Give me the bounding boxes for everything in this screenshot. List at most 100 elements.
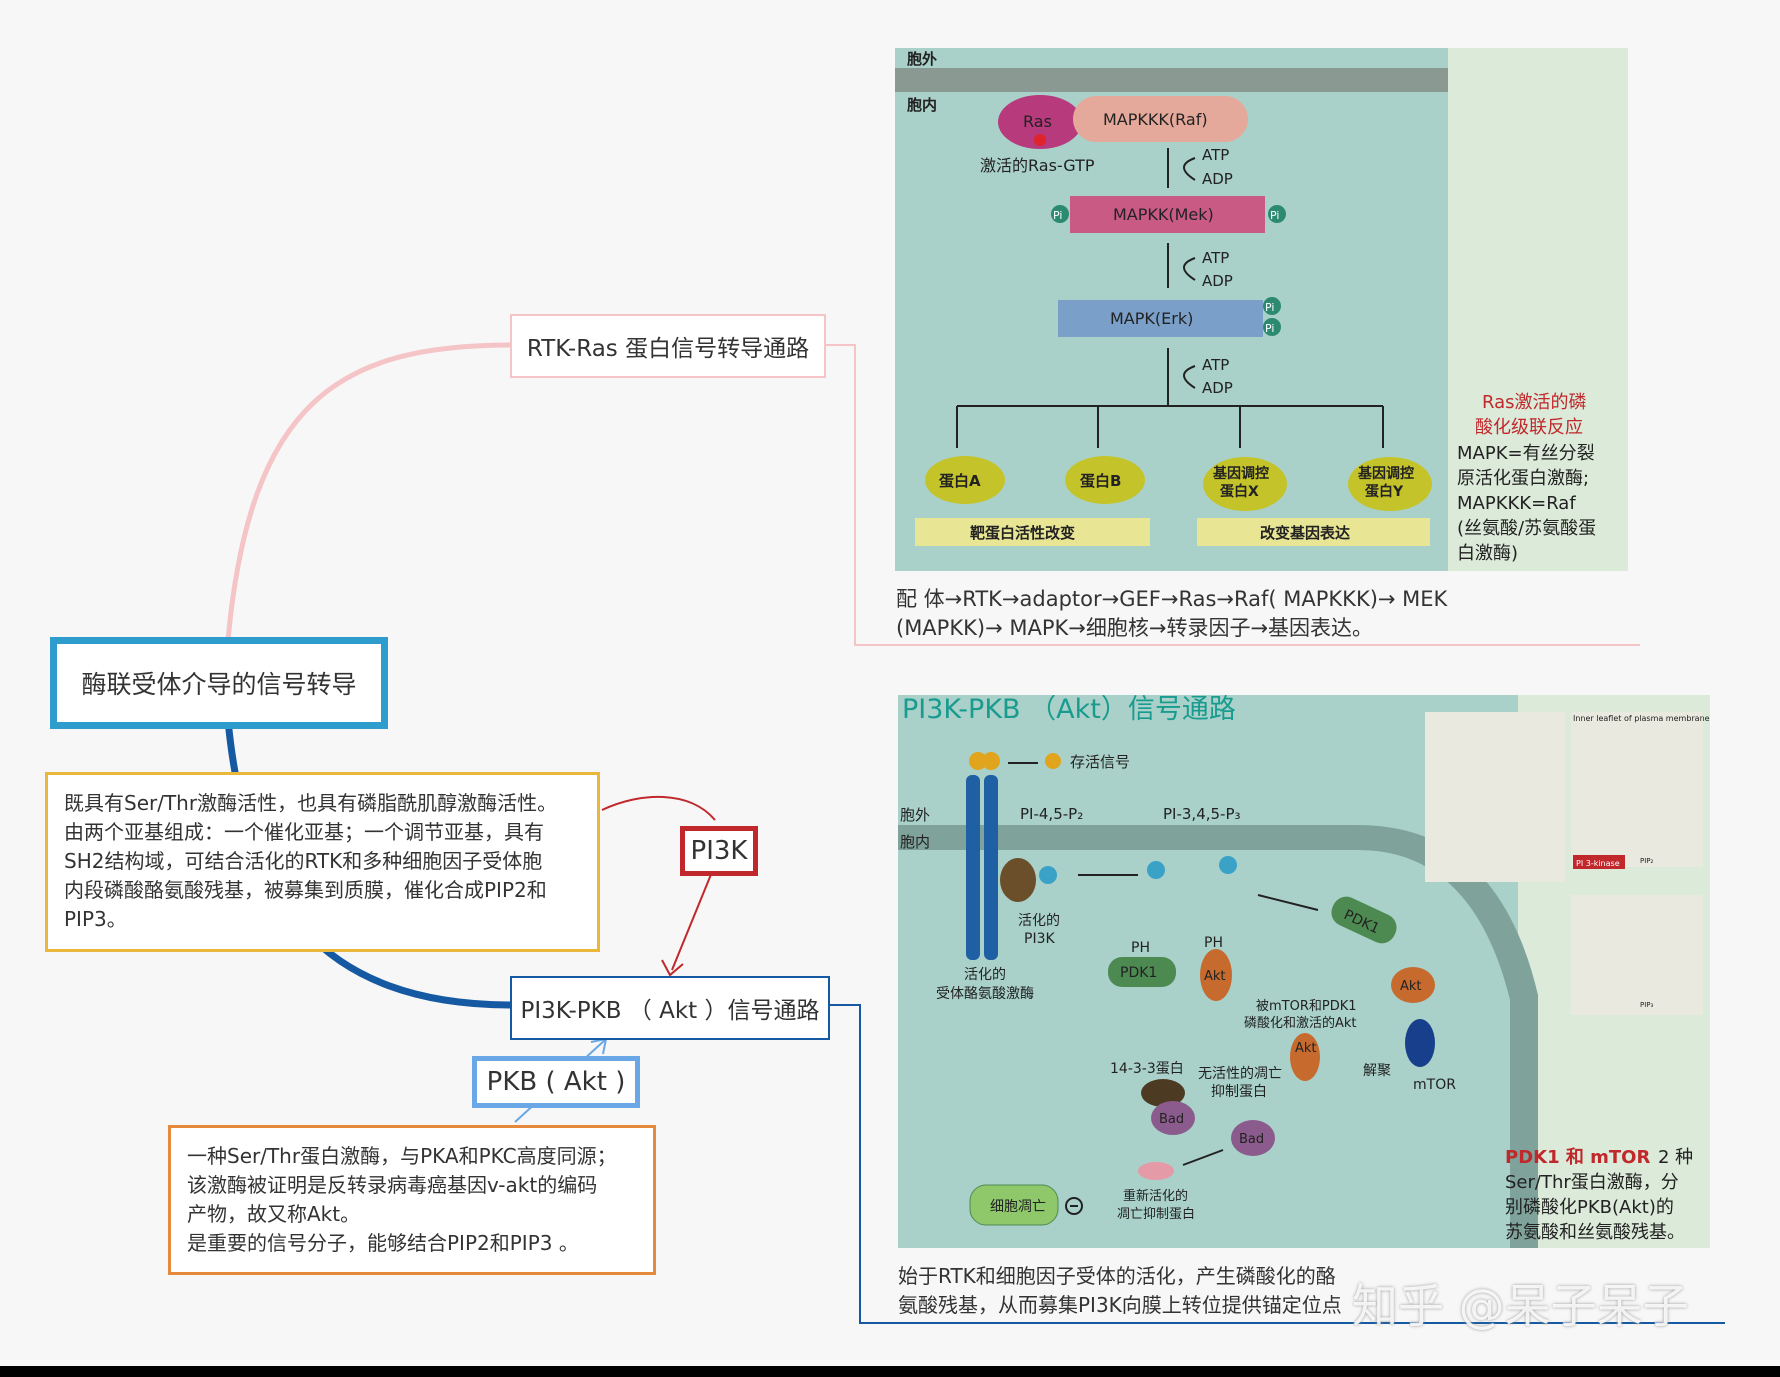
branch-rtk-ras[interactable]: RTK-Ras 蛋白信号转导通路 (510, 314, 826, 378)
reactivated-label: 凋亡抑制蛋白 (1117, 1206, 1195, 1222)
reactivated-shape (1138, 1162, 1174, 1180)
atp-label: ATP (1202, 249, 1229, 267)
note-pkb-line: 是重要的信号分子，能够结合PIP2和PIP3 。 (187, 1231, 579, 1255)
pi-circle (1263, 318, 1281, 336)
protein-a-label: 蛋白A (939, 472, 981, 490)
side-body-line: MAPKKK=Raf (1457, 493, 1576, 514)
note-pi3k-line: PIP3。 (64, 907, 127, 931)
root-node[interactable]: 酶联受体介导的信号转导 (50, 637, 388, 729)
branch-pi3k-pkb-label: PI3K-PKB （ Akt ）信号通路 (520, 998, 820, 1024)
side-body-line: (丝氨酸/苏氨酸蛋 (1457, 518, 1596, 539)
note-pi3k-line: 内段磷酸酪氨酸残基，被募集到质膜，催化合成PIP2和 (64, 878, 547, 902)
target-change-box (915, 518, 1150, 546)
gene-y-shape (1348, 457, 1432, 511)
bad-free-shape (1231, 1120, 1275, 1156)
ras-label: Ras (1023, 112, 1052, 131)
pdk1-membrane-shape (1331, 896, 1397, 944)
label-inside: 胞内 (900, 833, 930, 851)
pi-circle (1268, 205, 1286, 223)
atp-curve-1 (1183, 157, 1196, 181)
p1433-label: 14-3-3蛋白 (1110, 1061, 1184, 1077)
survival-label: 存活信号 (1070, 753, 1130, 771)
gene-y-label: 蛋白Y (1365, 483, 1404, 500)
ras-shape (998, 95, 1082, 149)
side-body-line: Ser/Thr蛋白激酶，分 (1505, 1172, 1679, 1193)
akt-shape (1200, 949, 1232, 1001)
gene-change-label: 改变基因表达 (1260, 524, 1350, 542)
mek-label: MAPKK(Mek) (1113, 205, 1214, 224)
note-pi3k: 既具有Ser/Thr激酶活性，也具有磷脂酰肌醇激酶活性。 由两个亚基组成：一个催… (45, 772, 600, 952)
raf-shape (1073, 96, 1248, 142)
pip2-label: PI-4,5-P₂ (1020, 805, 1083, 823)
watermark: 知乎 @呆子呆子 (1352, 1279, 1689, 1333)
gtp-dot (1034, 134, 1046, 146)
activated-pi3k-label: 活化的 (1018, 913, 1060, 929)
reactivated-label: 重新活化的 (1123, 1188, 1188, 1204)
atp-curve-3 (1183, 365, 1196, 389)
pip-icon (1147, 861, 1165, 879)
bad-bound-shape (1151, 1101, 1195, 1135)
pi-circle (1263, 297, 1281, 315)
note-pi3k-line: 由两个亚基组成：一个催化亚基；一个调节亚基，具有 (64, 820, 544, 844)
note-pi3k-line: 既具有Ser/Thr激酶活性，也具有磷脂酰肌醇激酶活性。 (64, 791, 558, 815)
apoptosis-label: 细胞凋亡 (990, 1199, 1046, 1215)
side-body-line: 别磷酸化PKB(Akt)的 (1505, 1197, 1674, 1218)
receptor-right (984, 775, 998, 960)
caption-pi3k: 始于RTK和细胞因子受体的活化，产生磷酸化的酪 氨酸残基，从而募集PI3K向膜上… (898, 1262, 1458, 1320)
pi3k-shape (1000, 858, 1036, 902)
pdk1-shape (1108, 957, 1176, 987)
survival-signal-icon (1045, 753, 1061, 769)
bad-label: Bad (1239, 1132, 1264, 1147)
tag-pkb-akt[interactable]: PKB ( Akt ) (472, 1056, 640, 1108)
side-body-line: MAPK=有丝分裂 (1457, 443, 1595, 464)
adp-label: ADP (1202, 272, 1233, 290)
arrow-reactivate (1182, 1149, 1224, 1166)
erk-label: MAPK(Erk) (1110, 309, 1193, 328)
inactive-bad-label: 无活性的凋亡 (1198, 1066, 1282, 1082)
akt-label: Akt (1204, 969, 1226, 984)
pip-icon (1039, 866, 1057, 884)
note-pkb-line: 产物，故又称Akt。 (187, 1202, 361, 1226)
mtor-shape (1405, 1019, 1435, 1067)
label-outside: 胞外 (900, 806, 930, 824)
gene-x-label: 基因调控 (1213, 465, 1269, 482)
connector-rtk-caption (823, 344, 1640, 646)
inactive-bad-label: 抑制蛋白 (1211, 1084, 1267, 1100)
pi3kinase-label: PI 3-kinase (1576, 859, 1620, 868)
gene-change-box (1197, 518, 1430, 546)
pip-icon (1219, 856, 1237, 874)
pi-label: Pi (1265, 322, 1274, 335)
protein-b-shape (1065, 456, 1145, 504)
figure-pi3k-svg: PI3K-PKB （Akt）信号通路 存活信号 胞外 胞内 PI-4,5-P₂ … (898, 695, 1710, 1248)
label-outside: 胞外 (906, 50, 937, 68)
side-body-line: 原活化蛋白激酶; (1457, 468, 1589, 489)
protein-b-label: 蛋白B (1080, 472, 1121, 490)
receptor-label: 活化的 (964, 967, 1006, 983)
note-pkb-line: 一种Ser/Thr蛋白激酶，与PKA和PKC高度同源； (187, 1144, 617, 1168)
atp-curve-2 (1183, 257, 1196, 281)
atp-label: ATP (1202, 356, 1229, 374)
mek-shape (1070, 196, 1265, 233)
tag-pkb-akt-label: PKB ( Akt ) (486, 1067, 626, 1097)
bottom-bar (0, 1366, 1780, 1377)
figure-mapk-svg: 胞外 胞内 Ras MAPKKK(Raf) 激活的Ras-GTP ATP ADP… (895, 48, 1628, 571)
tag-pi3k-label: PI3K (690, 836, 748, 866)
protein-a-shape (925, 456, 1005, 504)
connector-pi3k-caption (829, 1004, 1725, 1324)
inset-2 (1571, 712, 1703, 867)
pip3-label: PI-3,4,5-P₃ (1163, 805, 1241, 823)
receptor-left (966, 775, 980, 960)
akt-membrane-shape (1391, 967, 1435, 1003)
pi-label: Pi (1265, 301, 1274, 314)
pi-label: Pi (1270, 209, 1279, 222)
figure-mapk-cascade: 胞外 胞内 Ras MAPKKK(Raf) 激活的Ras-GTP ATP ADP… (895, 48, 1628, 571)
inset-pip3-label: PIP₃ (1640, 1001, 1654, 1009)
akt-free-shape (1290, 1033, 1320, 1081)
branch-pi3k-pkb[interactable]: PI3K-PKB （ Akt ）信号通路 (510, 976, 830, 1040)
raf-label: MAPKKK(Raf) (1103, 110, 1208, 129)
gene-x-shape (1203, 457, 1287, 511)
gene-x-label: 蛋白X (1220, 483, 1259, 500)
caption-rtk: 配 体→RTK→adaptor→GEF→Ras→Raf( MAPKKK)→ ME… (896, 585, 1616, 643)
tag-pi3k[interactable]: PI3K (680, 826, 758, 876)
figure-pi3k-pathway: PI3K-PKB （Akt）信号通路 存活信号 胞外 胞内 PI-4,5-P₂ … (898, 695, 1710, 1248)
